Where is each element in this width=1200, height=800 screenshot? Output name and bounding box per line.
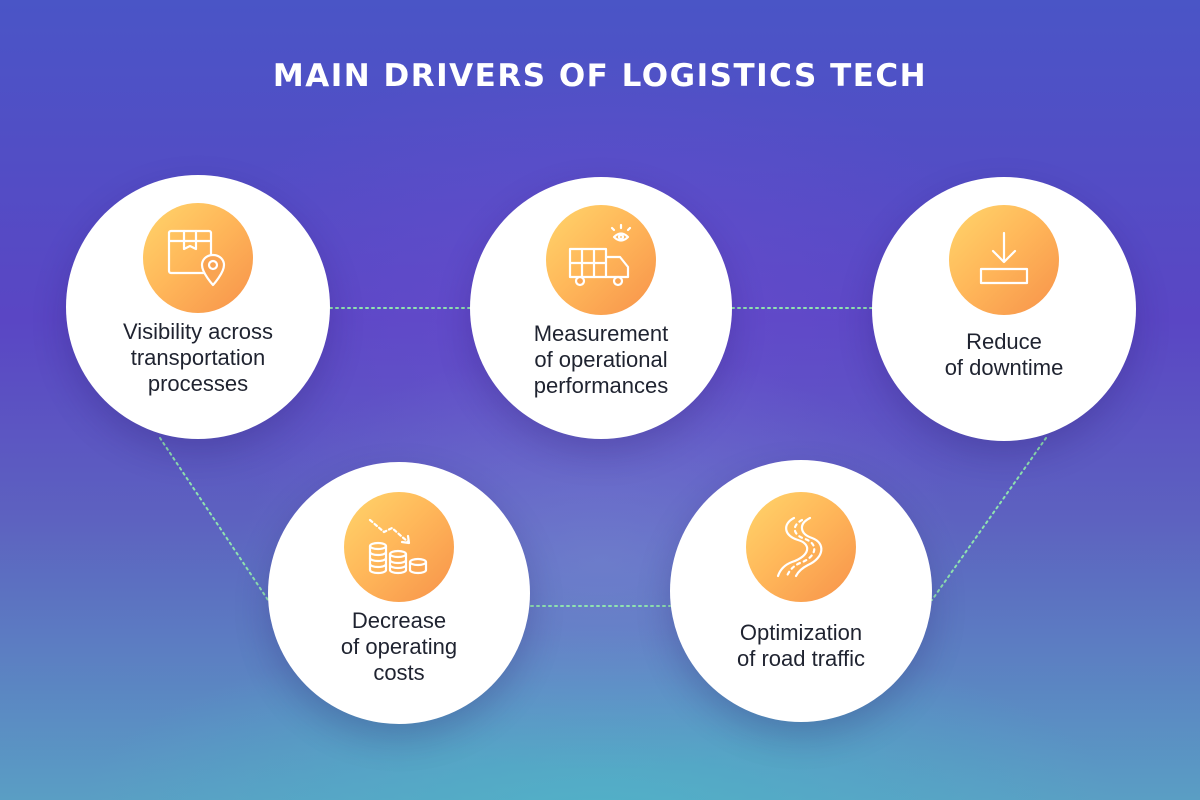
falling-coins-icon <box>368 518 428 575</box>
badge-road-traffic <box>746 492 856 602</box>
badge-visibility <box>143 203 253 313</box>
driver-costs: Decrease of operating costs <box>268 462 530 724</box>
badge-measurement <box>546 205 656 315</box>
truck-monitoring-icon <box>568 223 632 287</box>
connector-visibility-costs <box>159 437 269 601</box>
driver-visibility: Visibility across transportation process… <box>66 175 330 439</box>
driver-downtime: Reduce of downtime <box>872 177 1136 441</box>
driver-road-traffic: Optimization of road traffic <box>670 460 932 722</box>
winding-road-icon <box>776 516 823 578</box>
driver-downtime-label: Reduce of downtime <box>944 329 1064 380</box>
badge-downtime <box>949 205 1059 315</box>
connector-downtime-traffic <box>931 437 1047 601</box>
badge-costs <box>344 492 454 602</box>
download-tray-icon <box>979 231 1029 285</box>
page-title: MAIN DRIVERS OF LOGISTICS TECH <box>272 58 928 94</box>
driver-measurement: Measurement of operational performances <box>470 177 732 439</box>
driver-road-traffic-label: Optimization of road traffic <box>737 620 865 671</box>
package-location-icon <box>167 229 226 287</box>
driver-measurement-label: Measurement of operational performances <box>533 321 669 398</box>
driver-visibility-label: Visibility across transportation process… <box>123 319 273 396</box>
driver-costs-label: Decrease of operating costs <box>340 608 458 685</box>
